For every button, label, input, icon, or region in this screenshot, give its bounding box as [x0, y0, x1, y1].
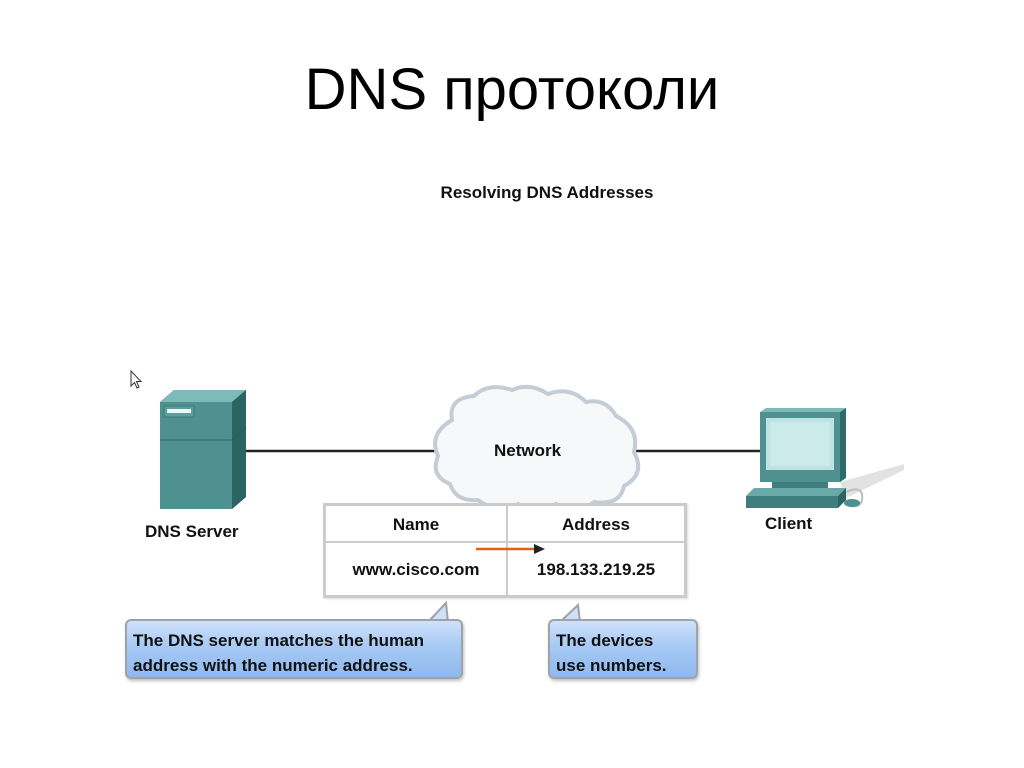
- client-label: Client: [765, 514, 813, 533]
- table-divider-vertical: [506, 506, 508, 595]
- dns-server-icon: [160, 390, 247, 509]
- cloud-icon: [433, 384, 641, 512]
- callout-line: The DNS server matches the human: [133, 631, 424, 650]
- cursor-icon: [130, 369, 143, 389]
- network-label: Network: [494, 441, 562, 460]
- callout-line: use numbers.: [556, 656, 667, 675]
- table-header-name: Name: [392, 515, 440, 534]
- table-cell-address: 198.133.219.25: [536, 560, 656, 579]
- table-divider-horizontal: [326, 541, 684, 543]
- dns-server-label: DNS Server: [145, 522, 239, 541]
- callout-line: address with the numeric address.: [133, 656, 413, 675]
- lookup-table: Name Address www.cisco.com 198.133.219.2…: [323, 503, 687, 598]
- callout-line: The devices: [556, 631, 654, 650]
- callout-devices-numbers: The devices use numbers.: [548, 619, 698, 679]
- arrow-icon: [476, 544, 545, 554]
- callout-dns-matching: The DNS server matches the human address…: [125, 619, 463, 679]
- diagram-title: Resolving DNS Addresses: [440, 183, 654, 202]
- client-computer-icon: [746, 408, 904, 508]
- table-header-address: Address: [561, 515, 631, 534]
- slide-title: DNS протоколи: [304, 57, 720, 122]
- table-cell-name: www.cisco.com: [352, 560, 480, 579]
